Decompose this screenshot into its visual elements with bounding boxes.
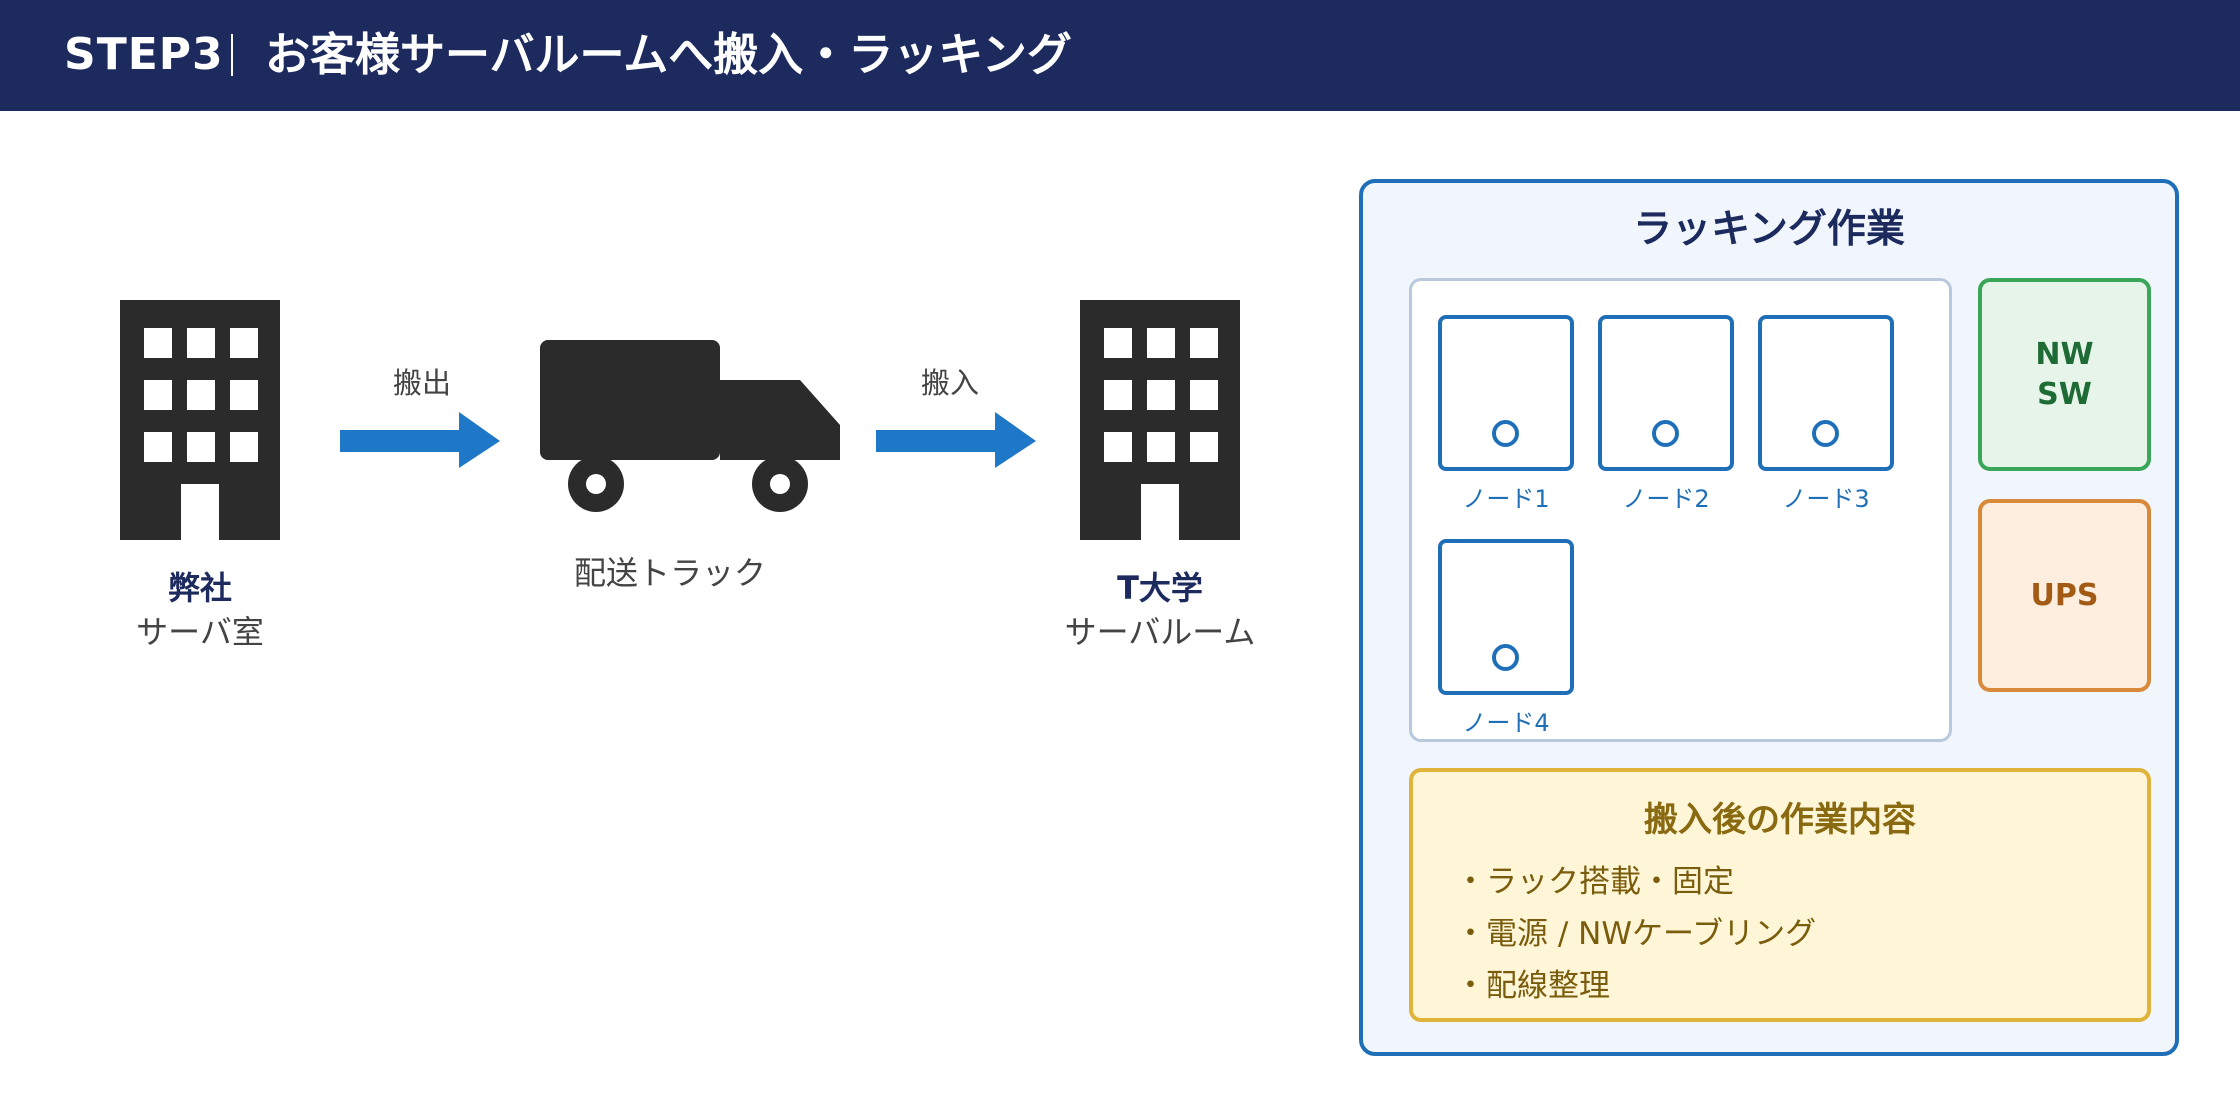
header-bar: STEP3 お客様サーバルームへ搬入・ラッキング xyxy=(0,0,2240,111)
building-icon xyxy=(120,300,280,540)
carry-in-label: 搬入 xyxy=(920,366,979,400)
power-led-icon xyxy=(1492,420,1519,447)
nw-switch-line-1: NW xyxy=(2035,336,2094,372)
page-title: お客様サーバルームへ搬入・ラッキング xyxy=(265,28,1072,81)
ups-label: UPS xyxy=(2030,578,2099,613)
power-led-icon xyxy=(1492,644,1519,671)
server-node xyxy=(1438,315,1574,471)
work-item: ・電源 / NWケーブリング xyxy=(1455,916,1817,952)
destination-name: T大学 xyxy=(1117,569,1203,607)
ups-box: UPS xyxy=(1978,499,2151,692)
work-item: ・配線整理 xyxy=(1455,968,1610,1004)
step-label: STEP3 xyxy=(64,29,224,80)
building-icon xyxy=(1080,300,1240,540)
nw-switch-line-2: SW xyxy=(2037,376,2092,412)
work-list: ・ラック搭載・固定 ・電源 / NWケーブリング ・配線整理 xyxy=(1455,856,1816,1012)
network-switch-box: NW SW xyxy=(1978,278,2151,471)
arrow-right-icon xyxy=(876,412,1036,468)
power-led-icon xyxy=(1812,420,1839,447)
truck-icon xyxy=(540,340,840,512)
server-node xyxy=(1598,315,1734,471)
work-item: ・ラック搭載・固定 xyxy=(1455,864,1734,900)
node-label: ノード2 xyxy=(1622,485,1710,513)
header-divider xyxy=(231,34,233,76)
destination-sub: サーバルーム xyxy=(1064,613,1256,651)
source-name: 弊社 xyxy=(167,569,232,607)
power-led-icon xyxy=(1652,420,1679,447)
carry-out-label: 搬出 xyxy=(392,366,451,400)
work-title: 搬入後の作業内容 xyxy=(1644,800,1916,840)
node-label: ノード1 xyxy=(1462,485,1550,513)
server-node xyxy=(1438,539,1574,695)
source-sub: サーバ室 xyxy=(136,613,264,651)
node-label: ノード4 xyxy=(1462,709,1550,737)
node-label: ノード3 xyxy=(1782,485,1870,513)
post-delivery-work-box: 搬入後の作業内容 ・ラック搭載・固定 ・電源 / NWケーブリング ・配線整理 xyxy=(1409,768,2151,1022)
racking-title: ラッキング作業 xyxy=(1633,207,1905,252)
truck-label: 配送トラック xyxy=(573,554,766,592)
arrow-right-icon xyxy=(340,412,500,468)
server-node xyxy=(1758,315,1894,471)
